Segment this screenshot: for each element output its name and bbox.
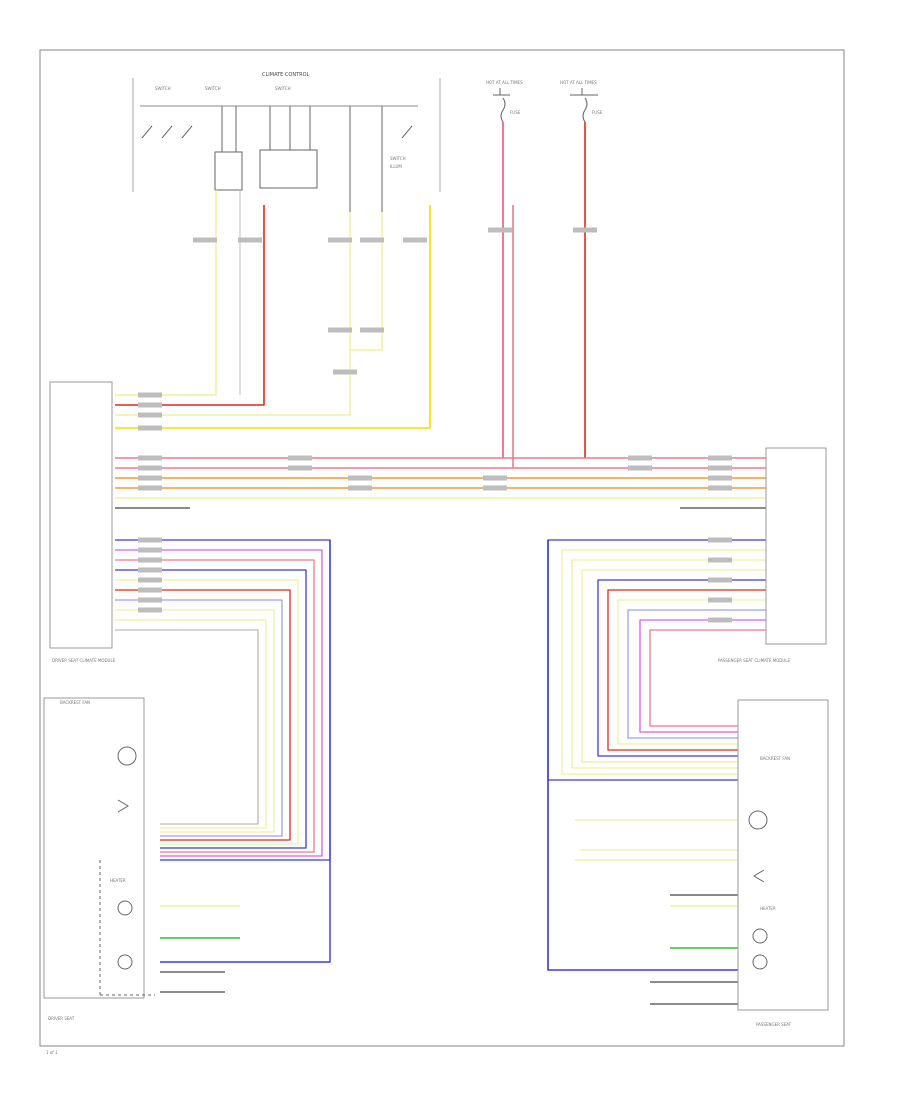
wire-tag <box>328 237 352 243</box>
diagram-frame <box>39 49 845 1047</box>
wire-37 <box>617 599 766 745</box>
wire-tag <box>138 557 162 563</box>
wire-tag <box>708 465 732 471</box>
wire-tag <box>138 537 162 543</box>
wire-23 <box>115 609 275 833</box>
passenger-module-label: PASSENGER SEAT CLIMATE MODULE <box>718 658 791 663</box>
right-heater-label: HEATER <box>760 906 776 911</box>
wire-tag <box>483 485 507 491</box>
wire-28 <box>160 540 331 963</box>
svg-text:SWITCH: SWITCH <box>390 156 406 161</box>
wire-tag <box>138 455 162 461</box>
passenger-seat-box <box>737 699 829 1011</box>
page-marker: 1 of 1 <box>46 1050 58 1055</box>
left-components <box>99 746 155 996</box>
wire-41 <box>547 540 738 971</box>
wire-tag <box>193 237 217 243</box>
driver-module-box <box>49 381 113 649</box>
wire-tag <box>360 327 384 333</box>
wire-21 <box>115 589 291 841</box>
fuse-right-label: HOT AT ALL TIMES <box>560 80 597 85</box>
wire-tag <box>360 237 384 243</box>
wire-tag <box>573 227 597 233</box>
wire-tag <box>138 392 162 398</box>
wire-tag <box>138 475 162 481</box>
wire-tag <box>138 547 162 553</box>
wire-tag <box>138 425 162 431</box>
fuse-right: HOT AT ALL TIMES FUSE <box>560 80 603 123</box>
wire-tag <box>628 455 652 461</box>
left-heater-label: HEATER <box>110 878 126 883</box>
wire-tag <box>708 617 732 623</box>
wire-18 <box>115 559 315 853</box>
wire-tag <box>403 237 427 243</box>
right-components <box>748 810 768 970</box>
wire-tag <box>708 557 732 563</box>
wire-tag <box>708 475 732 481</box>
passenger-seat-label: PASSENGER SEAT <box>756 1022 792 1027</box>
wire-3 <box>115 205 431 429</box>
wire-tag <box>288 455 312 461</box>
wire-tag <box>138 412 162 418</box>
wire-tag <box>138 402 162 408</box>
wire-tag <box>328 327 352 333</box>
wire-tag <box>333 369 357 375</box>
svg-text:ILLUM: ILLUM <box>390 164 402 169</box>
wire-20 <box>115 579 299 845</box>
wire-tag <box>628 465 652 471</box>
wire-tag <box>708 455 732 461</box>
driver-seat-label: DRIVER SEAT <box>48 1016 75 1021</box>
wire-25 <box>115 629 259 825</box>
wire-35 <box>597 579 766 757</box>
wires <box>115 122 766 1005</box>
wire-tag <box>238 237 262 243</box>
wire-24 <box>115 619 267 829</box>
wire-38 <box>627 609 766 739</box>
wire-tag <box>708 485 732 491</box>
right-backrest-fan-label: BACKREST FAN <box>760 756 790 761</box>
switch-panel: CLIMATE CONTROL SWITCH SWITCH SWITCH SWI… <box>132 72 441 212</box>
svg-text:FUSE: FUSE <box>510 110 521 115</box>
wire-tag <box>288 465 312 471</box>
wire-39 <box>639 619 766 733</box>
wire-tag <box>138 607 162 613</box>
wire-tag <box>138 465 162 471</box>
driver-seat-box <box>43 697 145 999</box>
fuse-left: HOT AT ALL TIMES FUSE <box>486 80 523 123</box>
wire-19 <box>115 569 307 849</box>
wire-1 <box>115 205 265 406</box>
wire-tag <box>348 475 372 481</box>
wire-tag <box>138 587 162 593</box>
switch-panel-label: CLIMATE CONTROL <box>262 72 310 78</box>
wire-33 <box>571 559 766 769</box>
wire-2 <box>115 212 351 416</box>
passenger-module-box <box>765 447 827 645</box>
fuse-left-label: HOT AT ALL TIMES <box>486 80 523 85</box>
wire-17 <box>115 549 323 857</box>
wire-0 <box>115 190 217 396</box>
svg-text:FUSE: FUSE <box>592 110 603 115</box>
svg-text:SWITCH: SWITCH <box>275 86 291 91</box>
wire-22 <box>115 599 283 837</box>
wire-tag <box>138 567 162 573</box>
left-backrest-fan-label: BACKREST FAN <box>60 700 90 705</box>
svg-text:SWITCH: SWITCH <box>205 86 221 91</box>
driver-module-label: DRIVER SEAT CLIMATE MODULE <box>52 658 116 663</box>
wire-tag <box>488 227 512 233</box>
wire-tag <box>708 577 732 583</box>
wire-tag <box>138 597 162 603</box>
wire-tag <box>138 485 162 491</box>
wire-tag <box>708 597 732 603</box>
wire-tag <box>708 537 732 543</box>
wire-tag <box>483 475 507 481</box>
wire-32 <box>561 549 766 775</box>
wire-tag <box>138 577 162 583</box>
wire-36 <box>607 589 766 751</box>
wire-tag <box>348 485 372 491</box>
wire-40 <box>649 629 766 727</box>
svg-text:SWITCH: SWITCH <box>155 86 171 91</box>
wire-4 <box>350 212 383 351</box>
wire-34 <box>581 569 766 763</box>
